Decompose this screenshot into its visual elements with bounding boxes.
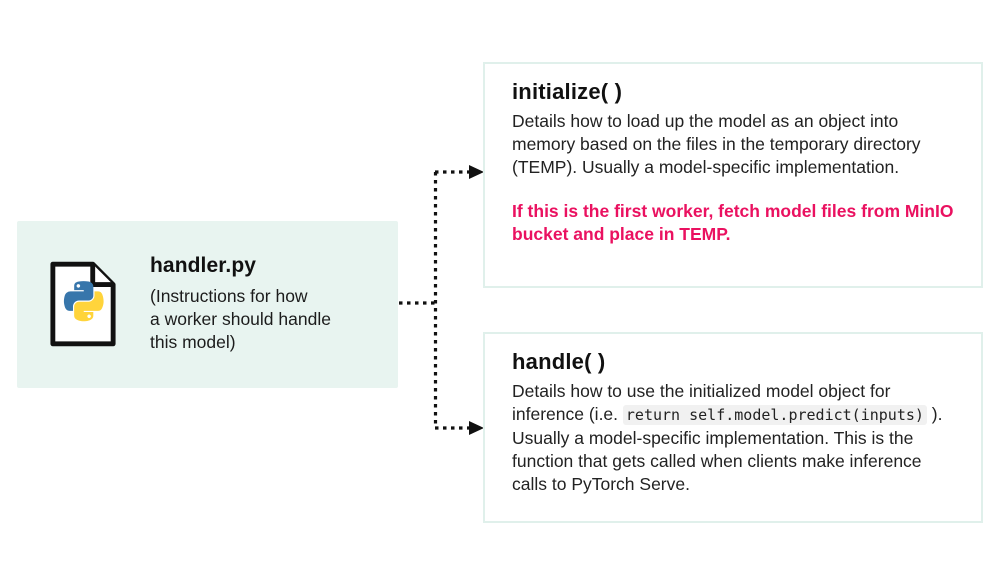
handle-title: handle( )	[512, 349, 606, 374]
initialize-box: initialize( ) Details how to load up the…	[483, 62, 983, 288]
arrow-right-icon	[469, 165, 484, 179]
arrow-right-icon	[469, 421, 484, 435]
handle-body: Details how to use the initialized model…	[512, 380, 961, 496]
handle-body-prefix: Details how to use the initialized model…	[512, 381, 891, 424]
python-logo-icon	[63, 281, 104, 322]
initialize-highlight-note: If this is the first worker, fetch model…	[512, 201, 954, 244]
handler-filename: handler.py	[150, 254, 257, 277]
handle-body-suffix: ). Usually a model-specific implementati…	[512, 404, 943, 494]
handle-box: handle( ) Details how to use the initial…	[483, 332, 983, 523]
initialize-body: Details how to load up the model as an o…	[512, 111, 921, 177]
python-file-icon	[50, 261, 116, 347]
handler-text-block: handler.py (Instructions for how a worke…	[150, 254, 385, 354]
handler-description: (Instructions for how a worker should ha…	[150, 286, 331, 352]
inline-code-snippet: return self.model.predict(inputs)	[622, 405, 927, 425]
handler-source-box: handler.py (Instructions for how a worke…	[17, 221, 398, 388]
initialize-title: initialize( )	[512, 79, 623, 104]
